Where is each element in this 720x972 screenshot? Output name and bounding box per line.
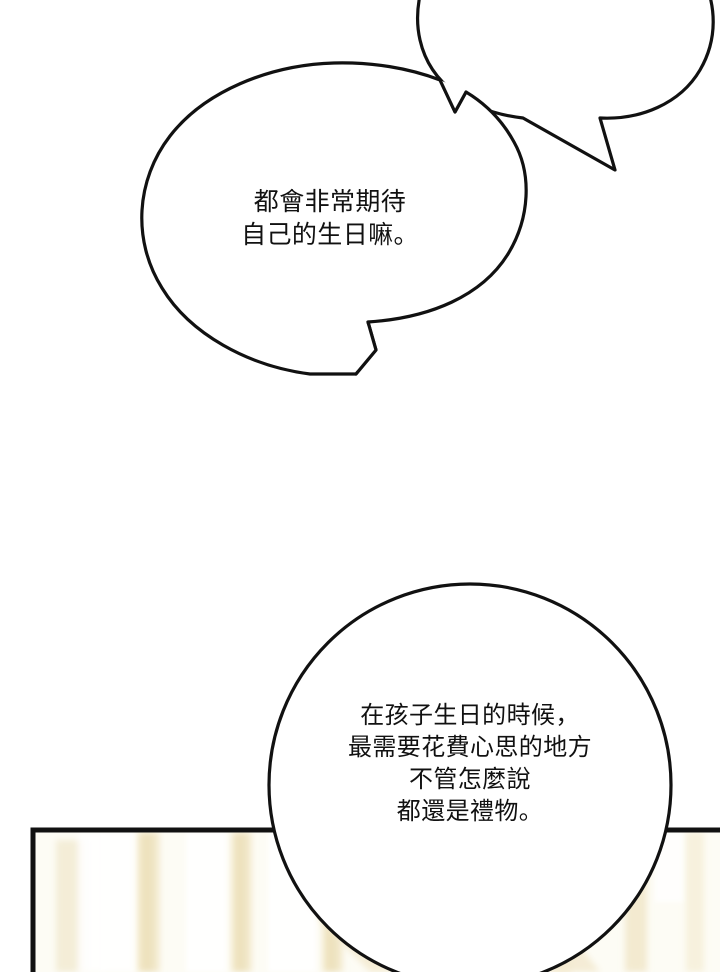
balloon-offscreen-top	[416, 0, 715, 172]
photo-highlight	[100, 832, 134, 972]
balloon-upper-tail	[354, 320, 378, 376]
crib-rail	[686, 832, 704, 972]
balloon-main-upper	[127, 61, 528, 392]
balloon-main-lower	[267, 582, 673, 972]
crib-rail	[232, 832, 252, 972]
balloon-top-outline	[416, 0, 715, 172]
crib-rail	[138, 832, 160, 972]
balloon-main-upper-text: 都會非常期待 自己的生日嘛。	[241, 188, 419, 249]
balloon-lower-outline	[267, 582, 673, 972]
panel-frame	[30, 827, 720, 972]
balloon-upper-outline	[140, 61, 528, 376]
balloon-upper-notch	[438, 78, 468, 114]
crib-gap	[78, 832, 104, 972]
photo-highlight	[186, 832, 226, 972]
panel-frame-left	[30, 827, 303, 972]
balloon-main-lower-text: 在孩子生日的時候， 最需要花費心思的地方 不管怎麼說 都還是禮物。	[348, 702, 592, 825]
